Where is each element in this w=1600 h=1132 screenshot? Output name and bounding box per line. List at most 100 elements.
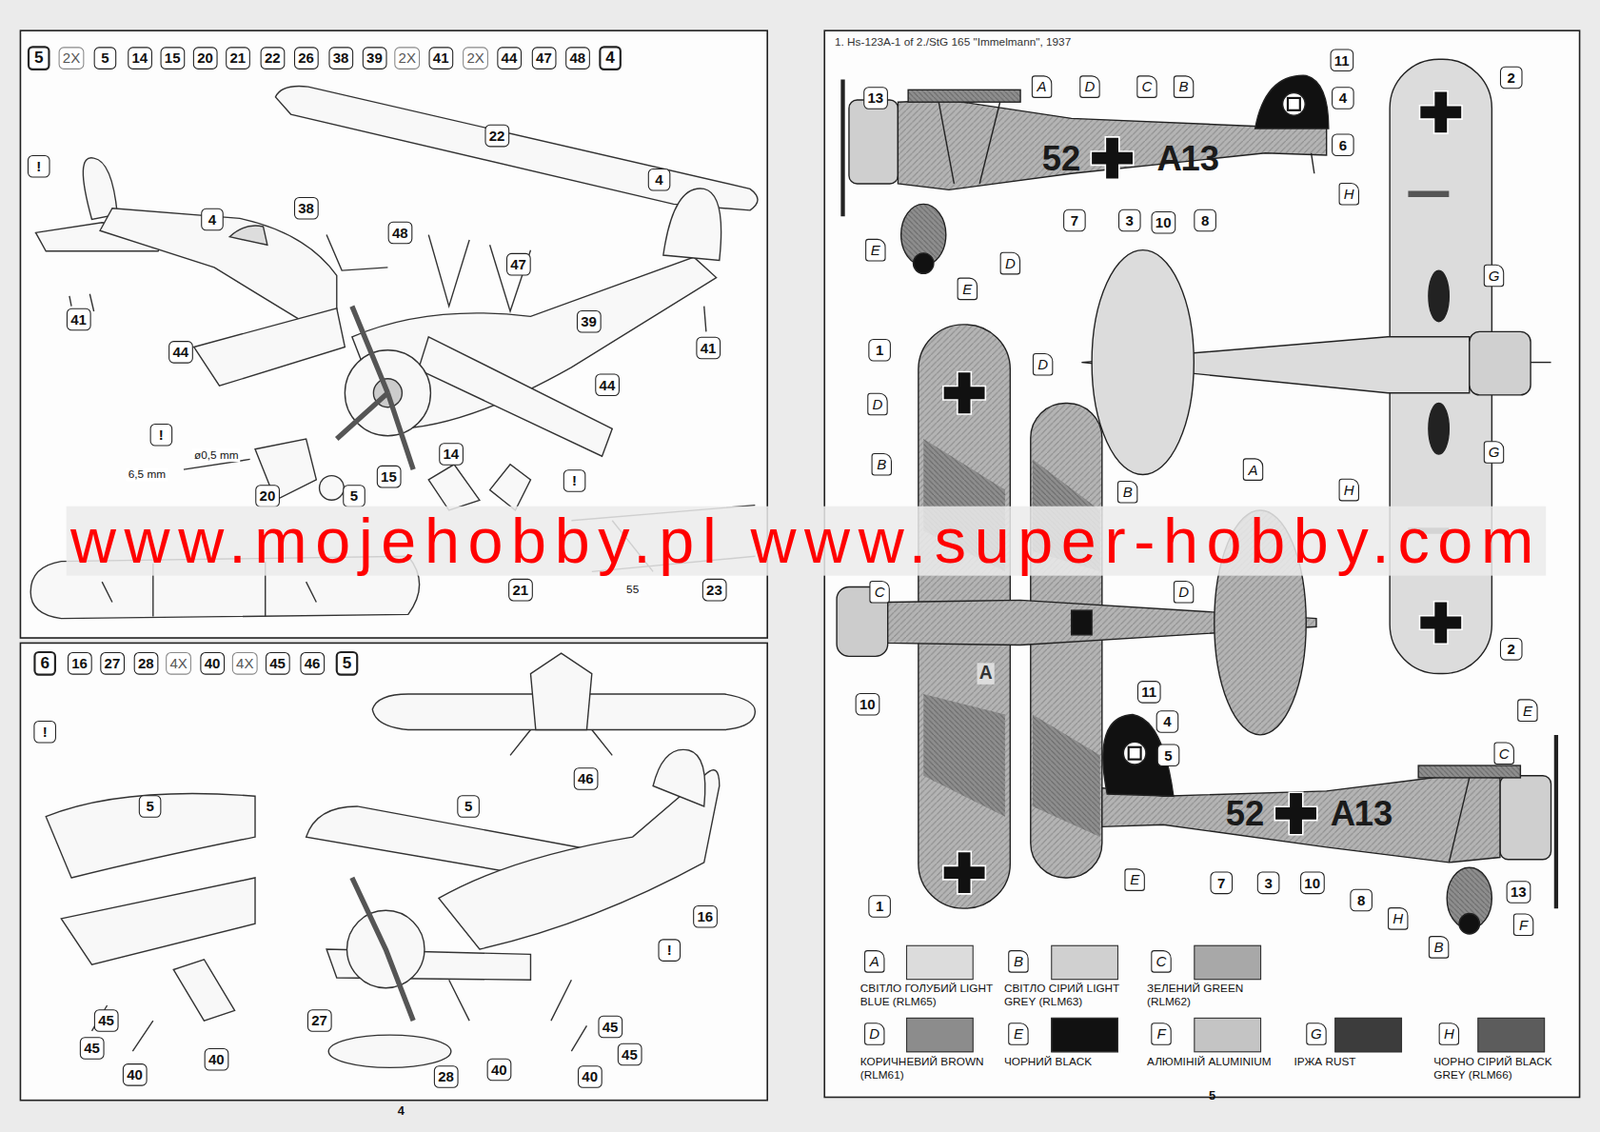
marking-text: A: [977, 662, 995, 685]
callout-number: 41: [66, 308, 91, 332]
callout-number: 38: [328, 46, 353, 70]
callout-number: 47: [506, 253, 531, 277]
callout-number: 45: [79, 1036, 104, 1060]
heading: 1. Hs-123A-1 of 2./StG 165 "Immelmann", …: [834, 36, 1071, 49]
marking-text: 13: [1354, 794, 1394, 832]
callout-number: 22: [484, 124, 509, 148]
callout-number: 38: [294, 197, 318, 220]
marking-text: 52: [1042, 139, 1082, 178]
paint-code: D: [1000, 252, 1021, 276]
paint-code: D: [1079, 75, 1100, 99]
callout-number: 10: [855, 692, 880, 716]
paint-code: A: [1243, 457, 1264, 481]
paint-code: A: [1031, 75, 1052, 99]
paint-code: G: [1305, 1022, 1326, 1046]
aircraft-plan-view: [1081, 59, 1551, 673]
paint-code: G: [1483, 440, 1504, 464]
step-number: 5: [335, 651, 359, 676]
callout-number: 23: [702, 578, 727, 602]
callout-number: 41: [695, 336, 720, 360]
legend-text: ЧОРНИЙ BLACK: [1004, 1055, 1147, 1069]
paint-code: B: [1173, 75, 1194, 99]
repeat-count: 2X: [462, 46, 489, 70]
step-number: 6: [33, 651, 57, 676]
paint-code: H: [1439, 1022, 1460, 1046]
paint-code: A: [864, 949, 885, 973]
callout-number: 40: [577, 1065, 602, 1088]
callout-number: 14: [127, 46, 152, 70]
callout-number: !: [563, 469, 587, 493]
callout-number: 45: [597, 1015, 622, 1039]
paint-code: C: [1150, 949, 1171, 973]
callout-number: 44: [594, 373, 619, 396]
paint-code: E: [1517, 698, 1538, 722]
color-swatch: [1477, 1017, 1545, 1052]
callout-number: 13: [1506, 880, 1531, 904]
repeat-count: 4X: [232, 651, 258, 675]
paint-code: D: [867, 393, 888, 416]
callout-number: 2: [1500, 66, 1523, 90]
paint-code: H: [1339, 478, 1360, 502]
paint-code: C: [1136, 75, 1157, 99]
callout-number: 11: [1137, 680, 1161, 704]
callout-number: 2: [1500, 637, 1523, 661]
color-swatch: [1193, 945, 1262, 980]
callout-number: 27: [307, 1008, 332, 1032]
panel-frame: [19, 30, 1580, 1101]
callout-number: 40: [199, 651, 224, 675]
callout-number: !: [27, 155, 51, 178]
callout-number: 28: [434, 1065, 458, 1088]
paint-code: E: [865, 238, 886, 262]
callout-number: !: [150, 423, 174, 447]
callout-number: 11: [1330, 48, 1354, 72]
callout-number: 15: [376, 465, 401, 489]
callout-number: 5: [456, 794, 480, 818]
dimension-text: 55: [624, 583, 641, 597]
callout-number: 1: [868, 338, 891, 362]
step-number: 5: [27, 45, 51, 71]
callout-number: 45: [94, 1008, 119, 1032]
paint-code: E: [1007, 1022, 1028, 1046]
page-number: 5: [1208, 1087, 1216, 1103]
legend-text: ІРЖА RUST: [1293, 1055, 1437, 1069]
callout-number: 48: [388, 221, 413, 245]
callout-number: 5: [1157, 744, 1181, 768]
color-swatch: [1334, 1017, 1403, 1052]
callout-number: 6: [1331, 133, 1355, 157]
legend-text: КОРИЧНЕВИЙ BROWN (RLM61): [860, 1055, 1004, 1083]
callout-number: 14: [438, 442, 463, 466]
callout-number: 8: [1193, 209, 1217, 233]
callout-number: 5: [342, 484, 366, 508]
callout-number: 21: [225, 46, 250, 70]
callout-number: 1: [868, 894, 891, 918]
color-swatch: [906, 1017, 974, 1052]
callout-number: 7: [1063, 209, 1087, 233]
callout-number: 8: [1349, 888, 1373, 912]
callout-number: 44: [496, 46, 521, 70]
page-number: 4: [397, 1103, 405, 1118]
legend-text: АЛЮМІНІЙ ALUMINIUM: [1146, 1055, 1290, 1069]
aircraft-line-art: [45, 652, 755, 1067]
paint-code: D: [1032, 353, 1053, 376]
paint-code: B: [1007, 949, 1028, 973]
repeat-count: 4X: [165, 651, 192, 675]
color-swatch: [906, 945, 974, 980]
repeat-count: 2X: [394, 46, 420, 70]
callout-number: 40: [487, 1058, 512, 1082]
callout-number: 16: [692, 905, 717, 929]
paint-code: H: [1387, 907, 1408, 930]
color-swatch: [1193, 1017, 1262, 1052]
paint-code: H: [1339, 182, 1360, 206]
marking-text: 52: [1225, 794, 1265, 832]
callout-number: 3: [1257, 871, 1281, 895]
watermark: www.mojehobby.pl www.super-hobby.com: [66, 506, 1547, 576]
paint-code: F: [1150, 1022, 1171, 1046]
callout-number: 5: [94, 46, 118, 70]
callout-number: 46: [299, 651, 324, 675]
legend-text: ЧОРНО СІРИЙ BLACK GREY (RLM66): [1433, 1055, 1577, 1083]
paint-code: B: [1428, 935, 1449, 959]
marking-text: A: [1156, 139, 1182, 178]
callout-number: 48: [565, 46, 590, 70]
callout-number: 5: [138, 794, 162, 818]
callout-number: 22: [260, 46, 285, 70]
